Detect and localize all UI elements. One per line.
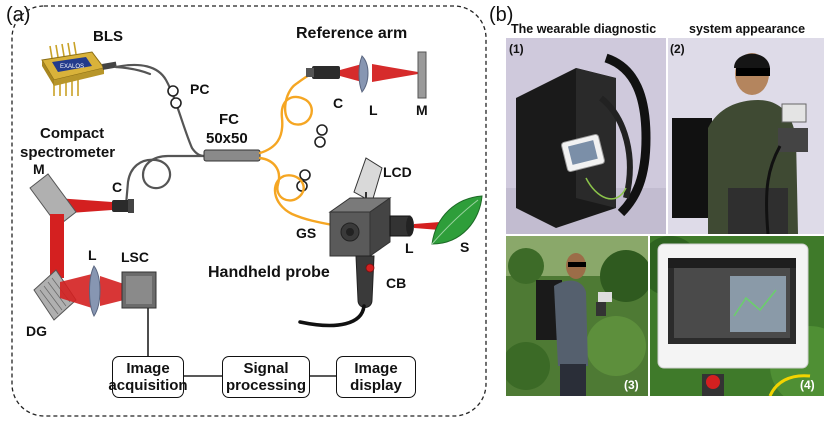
image-acquisition-line2: acquisition — [108, 377, 188, 394]
panel-a-letter: (a) — [6, 4, 31, 26]
fiber-coupler — [203, 149, 261, 162]
image-display-line1: Image — [354, 360, 398, 377]
panel-b-title-part2: system appearance — [689, 22, 806, 36]
handheld-probe-icon — [298, 157, 440, 328]
gray-fiber — [114, 63, 206, 207]
image-acquisition-line1: Image — [126, 360, 170, 377]
gs-label: GS — [296, 225, 317, 241]
l-ref-label: L — [369, 102, 378, 118]
spectrometer-optics — [29, 173, 157, 356]
bls-laser-icon: EXALOS — [41, 41, 117, 96]
cb-label: CB — [386, 275, 407, 291]
photo-field-use — [506, 236, 648, 396]
system-enclosure — [11, 5, 487, 417]
panel-b-title-part1: The wearable diagnostic — [511, 22, 657, 36]
signal-processing-line1: Signal — [243, 360, 289, 377]
dg-label: DG — [26, 323, 47, 339]
s-label: S — [460, 239, 470, 255]
l-probe-label: L — [405, 240, 414, 256]
handheld-probe-label: Handheld probe — [208, 264, 330, 281]
c-ref-label: C — [333, 95, 344, 111]
orange-fiber — [258, 72, 350, 230]
signal-processing-line2: processing — [225, 377, 307, 394]
photo-label-4: (4) — [800, 378, 815, 392]
photo-label-1: (1) — [509, 42, 524, 56]
panel-a-drawing: EXALOS — [11, 5, 487, 417]
c-spectrometer-label: C — [112, 179, 123, 195]
image-display-line2: display — [350, 377, 402, 394]
svg-text:EXALOS: EXALOS — [60, 64, 84, 70]
photo-person-wearing — [668, 38, 824, 234]
photo-label-3: (3) — [624, 378, 639, 392]
pc-label: PC — [190, 81, 210, 97]
c-probe-label: C — [351, 186, 352, 187]
photo-backpack-system — [506, 38, 666, 234]
photo-label-2: (2) — [670, 42, 685, 56]
compact-label: Compact — [40, 125, 105, 142]
photo-lcd-closeup — [650, 236, 824, 396]
reference-arm-label: Reference arm — [296, 25, 408, 42]
lsc-label: LSC — [121, 249, 149, 265]
fc-ratio-label: 50x50 — [206, 130, 248, 147]
m-spec-label: M — [33, 161, 45, 177]
reference-arm-optics — [306, 51, 427, 99]
l-spec-label: L — [88, 247, 97, 263]
bls-label: BLS — [93, 28, 123, 45]
panel-b-letter: (b) — [489, 4, 514, 26]
spectrometer-label: spectrometer — [20, 144, 116, 161]
fc-label: FC — [219, 111, 239, 128]
m-ref-label: M — [416, 102, 428, 118]
leaf-sample-icon — [431, 195, 483, 245]
lcd-label: LCD — [383, 164, 412, 180]
